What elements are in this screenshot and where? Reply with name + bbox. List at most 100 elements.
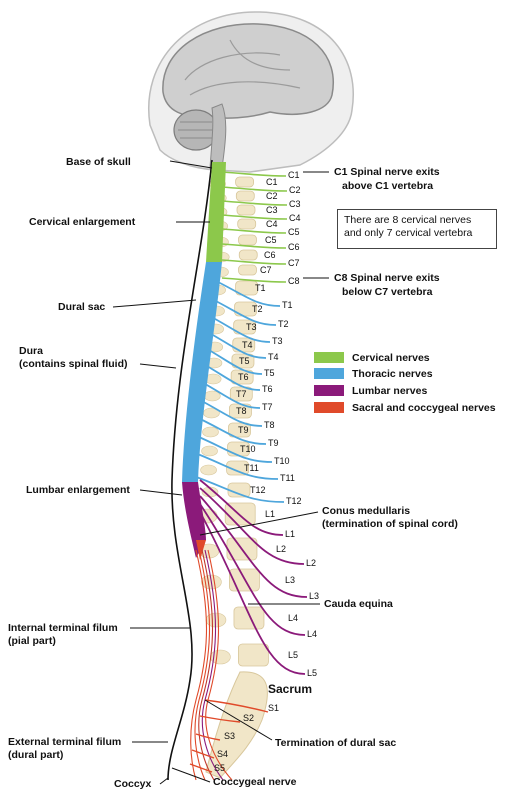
legend-swatch-thoracic [314, 368, 344, 379]
callout-c1-exit-sub: above C1 vertebra [342, 180, 433, 192]
vertebra-label: T4 [242, 340, 253, 350]
nerve-label: T10 [274, 456, 290, 466]
vertebra-body [237, 205, 255, 215]
callout-c8-exit-sub: below C7 vertebra [342, 286, 432, 298]
callout-coccygeal-nerve: Coccygeal nerve [213, 776, 296, 788]
nerve-label: L5 [307, 668, 317, 678]
vertebra-label: S1 [268, 703, 279, 713]
vertebra-body [236, 177, 254, 187]
vertebra-label: S2 [243, 713, 254, 723]
callout-dura-sub: (contains spinal fluid) [19, 358, 128, 370]
vertebra-label: S5 [214, 763, 225, 773]
vertebra-label: S3 [224, 731, 235, 741]
vertebra-label: C3 [266, 205, 278, 215]
vertebra-label: C4 [266, 219, 278, 229]
callout-dural-sac: Dural sac [58, 301, 105, 313]
nerve-label: T9 [268, 438, 279, 448]
vertebra-label: L1 [265, 509, 275, 519]
nerve-label: C1 [288, 170, 300, 180]
nerve-label: L4 [307, 629, 317, 639]
nerve-label: L1 [285, 529, 295, 539]
vertebra-label: T2 [252, 304, 263, 314]
vertebra-label: L3 [285, 575, 295, 585]
callout-base-of-skull: Base of skull [66, 156, 131, 168]
vertebra-body [239, 250, 257, 260]
nerve-label: T6 [262, 384, 273, 394]
callout-c1-exit: C1 Spinal nerve exits [334, 166, 440, 178]
vertebra-label: S4 [217, 749, 228, 759]
nerve-label: L3 [309, 591, 319, 601]
callout-dura: Dura [19, 345, 43, 357]
callout-cauda-equina: Cauda equina [324, 598, 393, 610]
callout-lumbar-enlargement: Lumbar enlargement [26, 484, 130, 496]
nerve-label: T8 [264, 420, 275, 430]
legend-swatch-lumbar [314, 385, 344, 396]
vertebra-label: T5 [239, 356, 250, 366]
nerve-label: C2 [289, 185, 301, 195]
vertebra-label: C2 [266, 191, 278, 201]
spinous-process [201, 465, 217, 475]
vertebra-label: T6 [238, 372, 249, 382]
callout-termination-dural-sac: Termination of dural sac [275, 737, 396, 749]
vertebra-body [239, 265, 257, 275]
vertebra-body [236, 191, 254, 201]
legend-swatch-sacral [314, 402, 344, 413]
nerve-label: T1 [282, 300, 293, 310]
nerve-label: T2 [278, 319, 289, 329]
legend-label-cervical: Cervical nerves [352, 352, 430, 364]
legend-label-thoracic: Thoracic nerves [352, 368, 433, 380]
vertebra-label: T12 [250, 485, 266, 495]
nerve-label: T12 [286, 496, 302, 506]
vertebra-label: T8 [236, 406, 247, 416]
nerve-label: C4 [289, 213, 301, 223]
legend-swatch-cervical [314, 352, 344, 363]
legend-label-sacral: Sacral and coccygeal nerves [352, 402, 496, 414]
vertebra-label: C6 [264, 250, 276, 260]
nerve-label: C5 [288, 227, 300, 237]
vertebra-label: C5 [265, 235, 277, 245]
nerve-label: L2 [306, 558, 316, 568]
spinal-nerve [222, 260, 286, 264]
callout-internal-terminal-filum: Internal terminal filum [8, 622, 118, 634]
info-box: There are 8 cervical nerves and only 7 c… [337, 209, 497, 249]
spinal-nerve [222, 172, 286, 176]
vertebra-label: C1 [266, 177, 278, 187]
vertebra-label: T1 [255, 283, 266, 293]
brainstem [210, 104, 226, 168]
callout-external-terminal-filum-sub: (dural part) [8, 749, 63, 761]
vertebra-label: T7 [236, 389, 247, 399]
nerve-label: T3 [272, 336, 283, 346]
vertebra-label: T3 [246, 322, 257, 332]
vertebra-body [238, 644, 268, 666]
vertebra-label: L5 [288, 650, 298, 660]
vertebra-body [234, 607, 264, 629]
nerve-label: T5 [264, 368, 275, 378]
info-box-line1: There are 8 cervical nerves [344, 214, 496, 227]
nerve-label: C7 [288, 258, 300, 268]
vertebra-body [238, 219, 256, 229]
nerve-label: C8 [288, 276, 300, 286]
nerve-label: C6 [288, 242, 300, 252]
callout-internal-terminal-filum-sub: (pial part) [8, 635, 56, 647]
spinous-process [203, 427, 219, 437]
vertebra-label: C7 [260, 265, 272, 275]
callout-coccyx: Coccyx [114, 778, 151, 790]
callout-external-terminal-filum: External terminal filum [8, 736, 121, 748]
vertebra-label: T9 [238, 425, 249, 435]
callout-sacrum: Sacrum [268, 683, 312, 695]
legend-label-lumbar: Lumbar nerves [352, 385, 427, 397]
vertebra-label: T10 [240, 444, 256, 454]
vertebra-label: L4 [288, 613, 298, 623]
info-box-line2: and only 7 cervical vertebra [344, 227, 496, 240]
nerve-label: C3 [289, 199, 301, 209]
callout-cervical-enlargement: Cervical enlargement [29, 216, 135, 228]
vertebra-body [239, 235, 257, 245]
vertebra-label: T11 [244, 463, 259, 473]
spinal-nerve [222, 229, 286, 233]
nerve-label: T11 [280, 473, 295, 483]
callout-conus-medullaris-sub: (termination of spinal cord) [322, 518, 458, 530]
spinous-process [202, 446, 218, 456]
vertebra-label: L2 [276, 544, 286, 554]
callout-conus-medullaris: Conus medullaris [322, 505, 410, 517]
